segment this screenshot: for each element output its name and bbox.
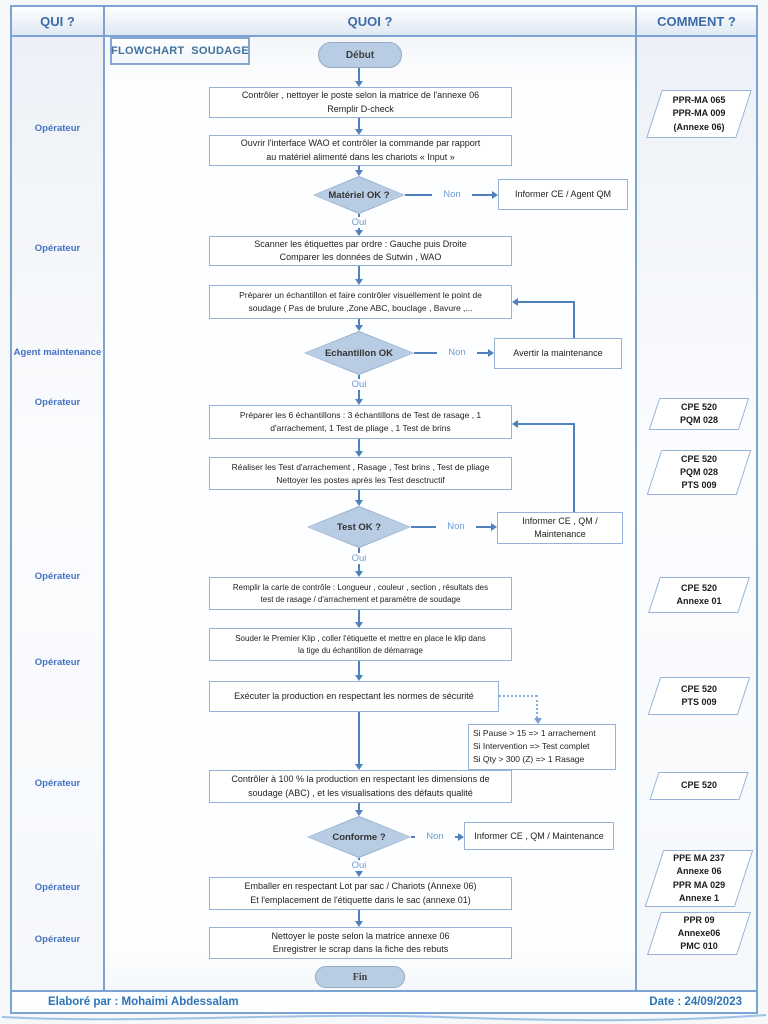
- flow-arrow: [355, 490, 363, 506]
- process-box: Contrôler à 100 % la production en respe…: [209, 770, 512, 803]
- decision-test-ok: Test OK ?: [307, 506, 411, 548]
- role-label: Opérateur: [34, 882, 81, 893]
- comment-text: CPE 520 Annexe 01: [676, 582, 722, 606]
- comment-doc-ref: CPE 520 Annexe 01: [648, 577, 750, 613]
- comment-text: PPR 09 Annexe06 PMC 010: [677, 914, 721, 952]
- side-box-informer: Informer CE / Agent QM: [498, 179, 628, 210]
- branch-label-non: Non: [437, 347, 477, 358]
- decision-label: Test OK ?: [336, 521, 382, 533]
- process-box: Préparer les 6 échantillons : 3 échantil…: [209, 405, 512, 439]
- comment-text: PPR-MA 065 PPR-MA 009 (Annexe 06): [672, 95, 726, 132]
- branch-label-non: Non: [432, 189, 472, 200]
- loop-arrow: [512, 420, 575, 428]
- loop-arrow: [512, 298, 575, 306]
- terminator-start: Début: [318, 42, 402, 68]
- header-row: QUI ? QUOI ? COMMENT ?: [12, 7, 756, 37]
- process-box: Contrôler , nettoyer le poste selon la m…: [209, 87, 512, 118]
- flowchart-title: FLOWCHART SOUDAGE: [110, 37, 250, 65]
- process-box: Préparer un échantillon et faire contrôl…: [209, 285, 512, 319]
- role-label: Opérateur: [34, 934, 81, 945]
- process-box: Scanner les étiquettes par ordre : Gauch…: [209, 236, 512, 266]
- process-box: Emballer en respectant Lot par sac / Cha…: [209, 877, 512, 910]
- process-box: Réaliser les Test d'arrachement , Rasage…: [209, 457, 512, 490]
- flow-arrow: [355, 439, 363, 457]
- side-box-informer: Informer CE , QM / Maintenance: [464, 822, 614, 850]
- column-header-quoi: QUOI ?: [103, 7, 637, 35]
- flow-arrow: [355, 712, 363, 770]
- flow-arrow: [355, 910, 363, 927]
- role-label: Opérateur: [34, 571, 81, 582]
- flow-arrow: [355, 266, 363, 285]
- decision-label: Conforme ?: [332, 831, 386, 843]
- branch-label-non: Non: [436, 521, 476, 532]
- side-box-informer: Informer CE , QM / Maintenance: [497, 512, 623, 544]
- terminator-end: Fin: [315, 966, 405, 988]
- comment-doc-ref: PPR-MA 065 PPR-MA 009 (Annexe 06): [646, 90, 752, 138]
- footer-author: Elaboré par : Mohaimi Abdessalam: [48, 996, 239, 1008]
- role-label: Agent maintenance: [13, 347, 102, 358]
- column-header-qui: QUI ?: [12, 7, 103, 35]
- decision-label: Echantillon OK: [324, 347, 394, 359]
- process-box: Nettoyer le poste selon la matrice annex…: [209, 927, 512, 959]
- branch-label-oui: Oui: [339, 860, 379, 871]
- decision-label: Matériel OK ?: [328, 189, 390, 201]
- flow-arrow: [355, 68, 363, 87]
- branch-label-oui: Oui: [339, 553, 379, 564]
- decorative-wave: [1, 1014, 767, 1022]
- comment-doc-ref: CPE 520: [649, 772, 749, 800]
- process-box: Remplir la carte de contrôle : Longueur …: [209, 577, 512, 610]
- comment-text: CPE 520 PTS 009: [680, 683, 718, 707]
- flow-arrow: [355, 166, 363, 176]
- branch-label-oui: Oui: [339, 379, 379, 390]
- loop-connector: [573, 424, 575, 512]
- decision-echantillon-ok: Echantillon OK: [304, 331, 414, 375]
- loop-connector: [573, 302, 575, 338]
- role-label: Opérateur: [34, 243, 81, 254]
- branch-label-non: Non: [415, 831, 455, 842]
- comment-doc-ref: CPE 520 PQM 028 PTS 009: [646, 450, 752, 495]
- role-label: Opérateur: [34, 657, 81, 668]
- role-label: Opérateur: [34, 397, 81, 408]
- rules-note: Si Pause > 15 => 1 arrachement Si Interv…: [468, 724, 616, 770]
- branch-label-oui: Oui: [339, 217, 379, 228]
- comment-text: CPE 520 PQM 028 PTS 009: [679, 453, 719, 491]
- process-box: Ouvrir l'interface WAO et contrôler la c…: [209, 135, 512, 166]
- comment-text: CPE 520 PQM 028: [679, 401, 719, 425]
- dotted-connector: [499, 695, 537, 697]
- side-box-avertir: Avertir la maintenance: [494, 338, 622, 369]
- process-box: Souder le Premier Klip , coller l'étique…: [209, 628, 512, 661]
- process-box: Exécuter la production en respectant les…: [209, 681, 499, 712]
- flow-arrow: [355, 118, 363, 135]
- flow-arrow: [355, 803, 363, 816]
- decision-materiel-ok: Matériel OK ?: [313, 176, 405, 214]
- document-frame: QUI ? QUOI ? COMMENT ? Opérateur Opérate…: [10, 5, 758, 1014]
- comment-doc-ref: PPR 09 Annexe06 PMC 010: [647, 912, 751, 955]
- dotted-arrow: [534, 695, 542, 724]
- role-label: Opérateur: [34, 778, 81, 789]
- column-header-comment: COMMENT ?: [637, 7, 756, 35]
- comment-doc-ref: CPE 520 PTS 009: [647, 677, 751, 715]
- flow-arrow: [355, 610, 363, 628]
- flow-arrow: [355, 319, 363, 331]
- comment-text: CPE 520: [680, 780, 718, 791]
- decision-conforme: Conforme ?: [307, 816, 411, 858]
- comment-column: [635, 37, 756, 990]
- footer-date: Date : 24/09/2023: [649, 996, 742, 1008]
- flow-arrow: [355, 661, 363, 681]
- comment-doc-ref: CPE 520 PQM 028: [648, 398, 750, 430]
- qui-column: [12, 37, 105, 990]
- comment-doc-ref: PPE MA 237 Annexe 06 PPR MA 029 Annexe 1: [644, 850, 754, 907]
- footer-row: Elaboré par : Mohaimi Abdessalam Date : …: [12, 990, 756, 1012]
- role-label: Opérateur: [34, 123, 81, 134]
- comment-text: PPE MA 237 Annexe 06 PPR MA 029 Annexe 1: [672, 853, 726, 903]
